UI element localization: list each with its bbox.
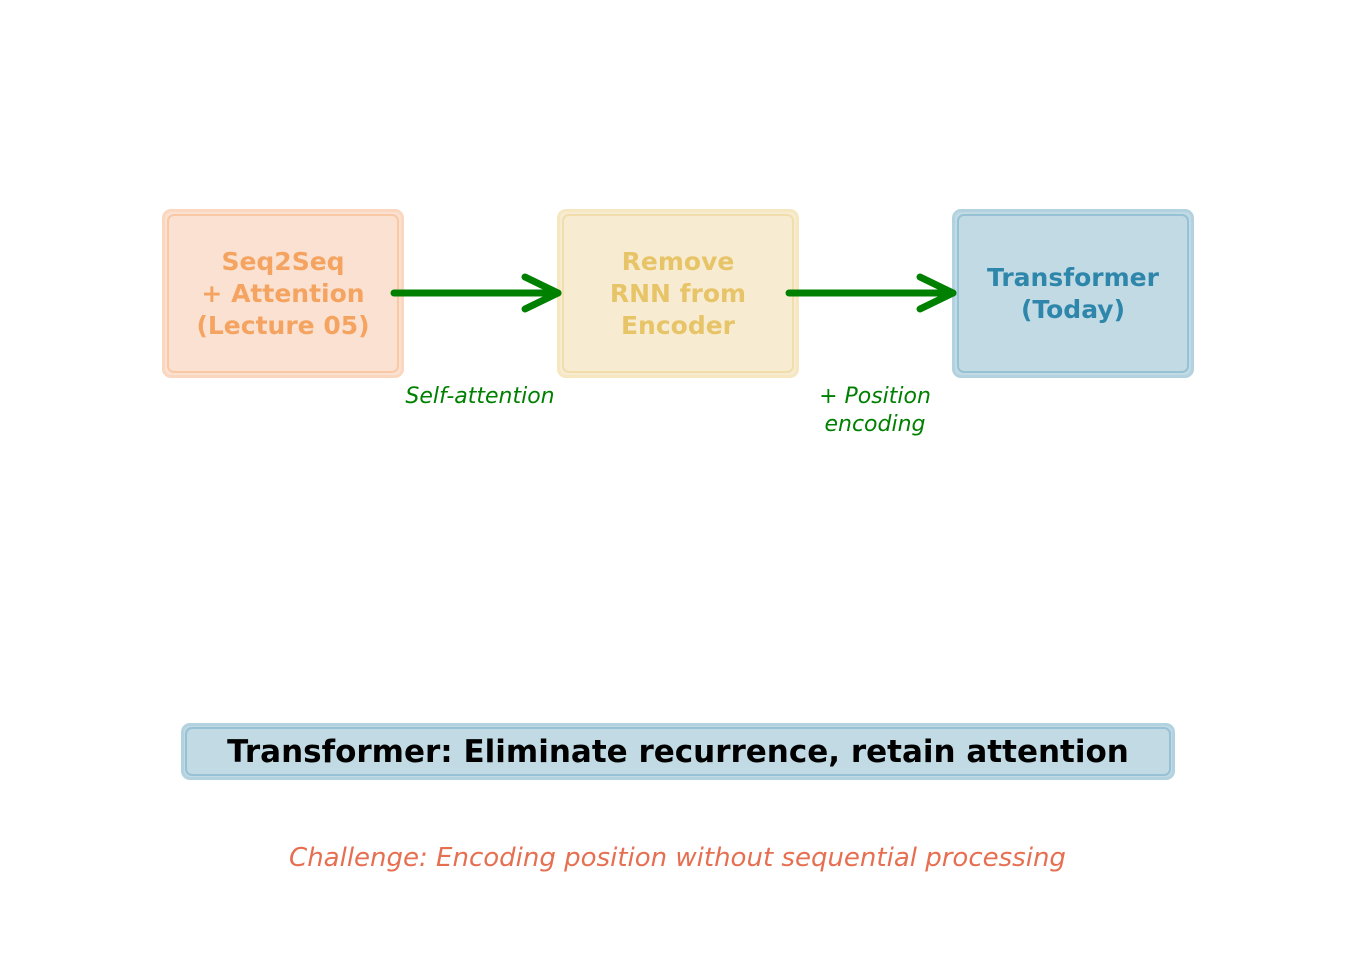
summary-text: Transformer: Eliminate recurrence, retai… bbox=[227, 733, 1129, 770]
arrow-head-icon bbox=[521, 273, 562, 313]
stage-label: Remove RNN from Encoder bbox=[609, 246, 747, 340]
challenge-text: Challenge: Encoding position without seq… bbox=[289, 843, 1066, 873]
stage-label: Transformer (Today) bbox=[987, 262, 1159, 324]
arrow-head-icon bbox=[916, 273, 957, 313]
stage-box-seq2seq-attention: Seq2Seq + Attention (Lecture 05) bbox=[162, 209, 404, 378]
arrow-self-attention bbox=[390, 273, 562, 313]
summary-banner: Transformer: Eliminate recurrence, retai… bbox=[181, 723, 1175, 780]
transition-label-position-encoding: + Position encoding bbox=[819, 384, 931, 437]
transition-label-self-attention: Self-attention bbox=[405, 384, 555, 409]
stage-box-remove-rnn: Remove RNN from Encoder bbox=[557, 209, 799, 378]
arrow-position-encoding bbox=[785, 273, 957, 313]
stage-label: Seq2Seq + Attention (Lecture 05) bbox=[196, 246, 370, 340]
stage-box-transformer: Transformer (Today) bbox=[952, 209, 1194, 378]
